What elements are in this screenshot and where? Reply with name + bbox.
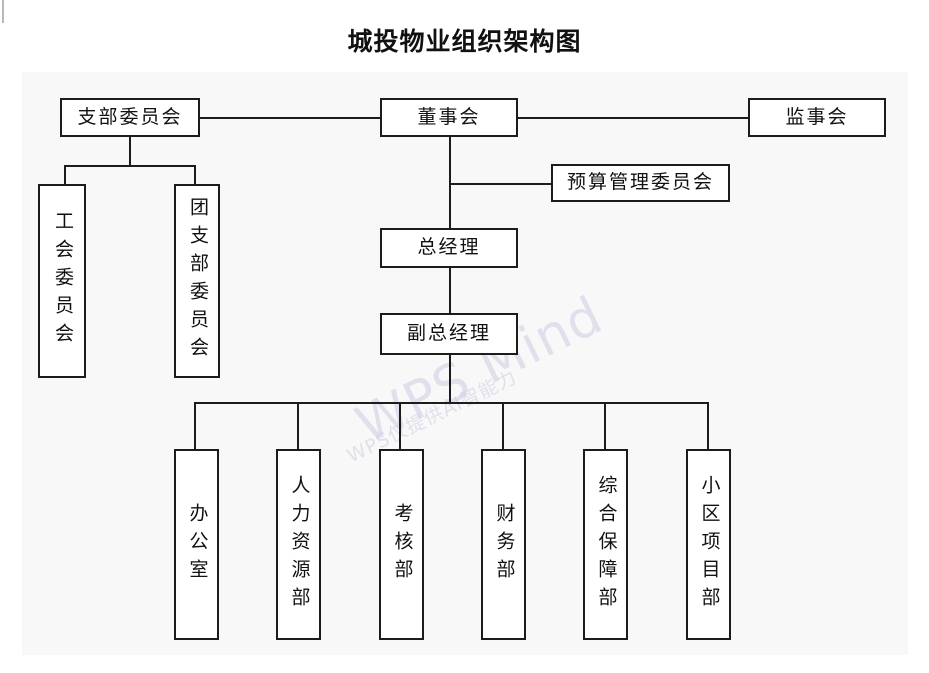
page-title: 城投物业组织架构图 bbox=[347, 27, 582, 56]
connector-branch-to-board bbox=[200, 117, 380, 119]
connector-branch-bus bbox=[64, 165, 196, 167]
node-community-project[interactable]: 小区项目部 bbox=[686, 449, 731, 640]
node-union-committee[interactable]: 工会委员会 bbox=[38, 184, 86, 378]
node-support[interactable]: 综合保障部 bbox=[583, 449, 628, 640]
node-youth-committee[interactable]: 团支部委员会 bbox=[174, 184, 220, 378]
node-finance[interactable]: 财务部 bbox=[481, 449, 526, 640]
node-budget-committee[interactable]: 预算管理委员会 bbox=[551, 164, 730, 202]
connector-drop-finance bbox=[502, 402, 504, 449]
connector-branch-trunk bbox=[129, 137, 131, 166]
connector-board-to-budget bbox=[449, 183, 551, 185]
connector-board-to-supervisory bbox=[518, 117, 748, 119]
org-chart-canvas: WPS Mind WPS仅提供AI智能力 支部委员会 董事会 监事会 预算管理委… bbox=[22, 72, 908, 655]
node-label: 考核部 bbox=[391, 502, 414, 587]
node-hr[interactable]: 人力资源部 bbox=[276, 449, 321, 640]
node-label: 小区项目部 bbox=[698, 474, 721, 615]
node-label: 预算管理委员会 bbox=[566, 171, 714, 194]
node-label: 监事会 bbox=[785, 105, 849, 128]
node-label: 工会委员会 bbox=[51, 211, 74, 351]
node-office[interactable]: 办公室 bbox=[174, 449, 219, 640]
node-assessment[interactable]: 考核部 bbox=[379, 449, 424, 640]
node-supervisory-board[interactable]: 监事会 bbox=[748, 98, 886, 137]
node-board[interactable]: 董事会 bbox=[380, 98, 518, 137]
connector-drop-community bbox=[707, 402, 709, 449]
connector-drop-hr bbox=[297, 402, 299, 449]
node-label: 综合保障部 bbox=[595, 474, 618, 615]
connector-gm-to-deputy bbox=[449, 268, 451, 313]
node-label: 人力资源部 bbox=[288, 474, 311, 615]
connector-deputy-trunk bbox=[449, 355, 451, 403]
node-label: 支部委员会 bbox=[77, 105, 183, 128]
node-branch-committee[interactable]: 支部委员会 bbox=[60, 98, 200, 137]
node-label: 财务部 bbox=[493, 502, 516, 587]
node-label: 董事会 bbox=[417, 105, 481, 128]
node-label: 副总经理 bbox=[406, 322, 491, 345]
node-deputy-manager[interactable]: 副总经理 bbox=[380, 313, 518, 355]
watermark-primary: WPS Mind bbox=[347, 285, 613, 456]
connector-drop-office bbox=[194, 402, 196, 449]
node-label: 总经理 bbox=[417, 236, 481, 259]
node-general-manager[interactable]: 总经理 bbox=[380, 228, 518, 268]
connector-drop-assessment bbox=[399, 402, 401, 449]
connector-drop-youth bbox=[194, 165, 196, 184]
connector-department-bus bbox=[194, 402, 708, 404]
node-label: 办公室 bbox=[186, 502, 209, 587]
connector-drop-union bbox=[64, 165, 66, 184]
connector-drop-support bbox=[604, 402, 606, 449]
page-edge-marker bbox=[2, 0, 4, 23]
node-label: 团支部委员会 bbox=[186, 197, 209, 365]
